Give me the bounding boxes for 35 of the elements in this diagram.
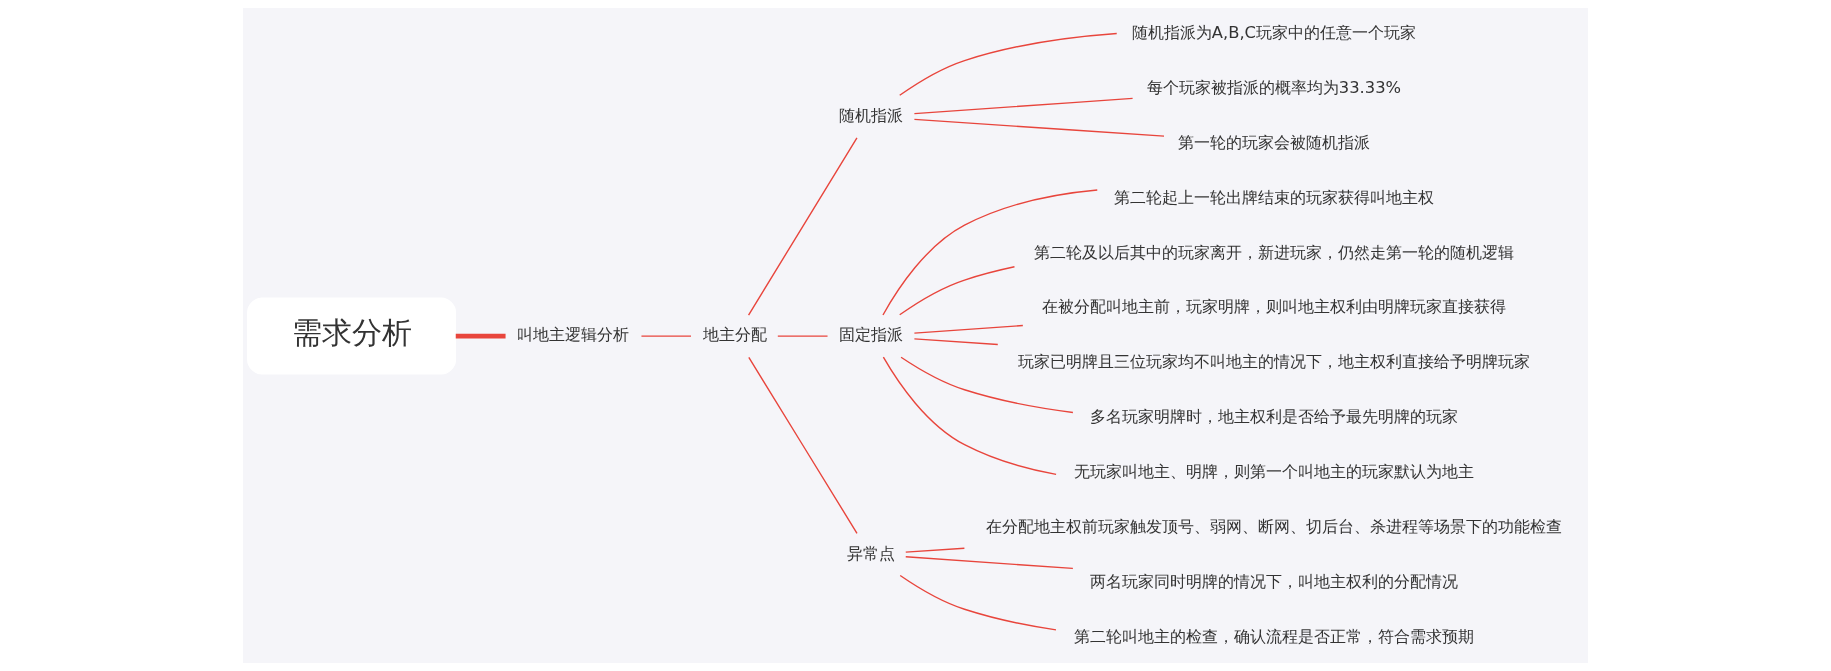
node-text: 第二轮及以后其中的玩家离开，新进玩家，仍然走第一轮的随机逻辑 [1033,242,1514,262]
connector [455,333,506,339]
connector [899,266,1016,316]
node-text: 多名玩家明牌时，地主权利是否给予最先明牌的玩家 [1089,407,1458,427]
connector [913,338,999,346]
node-text: 无玩家叫地主、明牌，则第一个叫地主的玩家默认为地主 [1073,462,1474,482]
connector [913,324,1024,334]
connector [748,356,858,535]
node-text: 第二轮叫地主的检查，确认流程是否正常，符合需求预期 [1073,626,1474,646]
connector [882,356,1057,476]
connector [882,189,1098,316]
connector [640,335,692,337]
node-text: 随机指派 [839,105,904,125]
node-text: 叫地主逻辑分析 [517,325,630,345]
node-text: 第二轮起上一轮出牌结束的玩家获得叫地主权 [1113,187,1434,207]
node-text: 第一轮的玩家会被随机指派 [1177,132,1370,152]
connector [905,556,1074,570]
connector [777,335,829,337]
connector [913,97,1134,115]
connector [899,574,1057,631]
connector [747,137,858,316]
node-text: 每个玩家被指派的概率均为33.33% [1146,77,1402,97]
node-text: 固定指派 [839,325,904,345]
node-text: 随机指派为A,B,C玩家中的任意一个玩家 [1131,23,1417,43]
node-text: 两名玩家同时明牌的情况下，叫地主权利的分配情况 [1089,571,1458,591]
connector [913,118,1165,137]
node-text: 在被分配叫地主前，玩家明牌，则叫地主权利由明牌玩家直接获得 [1041,297,1506,317]
connector [900,356,1074,414]
node-text: 异常点 [847,543,896,563]
node-text: 地主分配 [702,325,767,345]
node-text: 在分配地主权前玩家触发顶号、弱网、断网、切后台、杀进程等场景下的功能检查 [985,516,1562,536]
connector [899,32,1118,96]
node-box: 需求分析 [247,297,457,375]
connector [905,547,966,553]
node-text: 玩家已明牌且三位玩家均不叫地主的情况下，地主权利直接给予明牌玩家 [1017,352,1530,372]
